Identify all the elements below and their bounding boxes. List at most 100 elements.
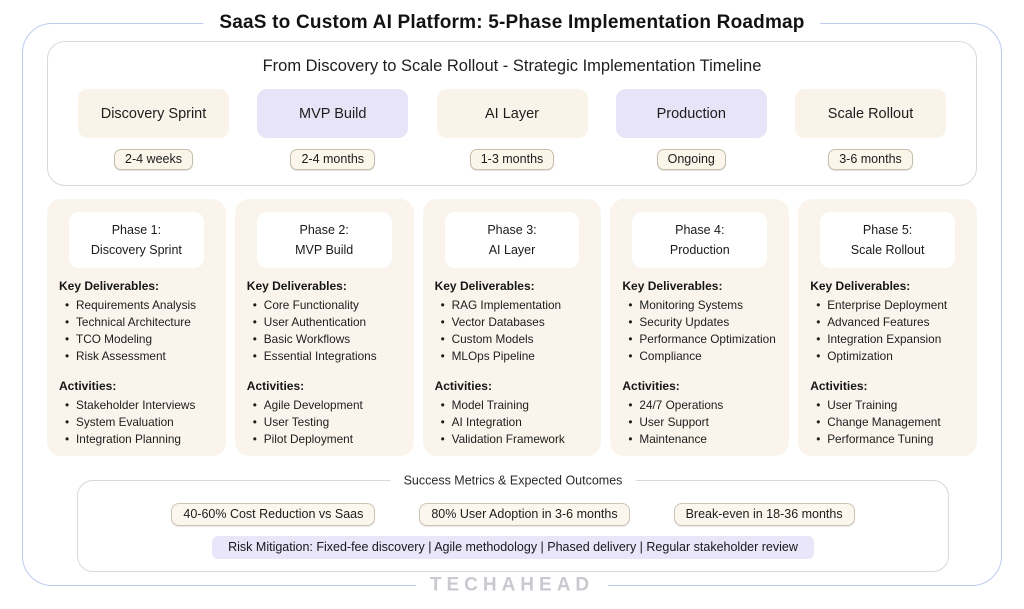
success-metrics-title: Success Metrics & Expected Outcomes bbox=[390, 473, 636, 488]
phase-box-mvp-build: MVP Build bbox=[257, 89, 409, 138]
list-item: Maintenance bbox=[628, 431, 780, 448]
deliverables-label: Key Deliverables: bbox=[622, 279, 723, 293]
phase-number: Phase 5: bbox=[862, 223, 913, 237]
list-item: Essential Integrations bbox=[253, 348, 405, 365]
phase-header-card: Phase 2: MVP Build bbox=[256, 212, 392, 268]
duration-badge-ai: 1-3 months bbox=[469, 149, 555, 170]
phase-box-scale-rollout: Scale Rollout bbox=[795, 89, 946, 138]
duration-badge-production: Ongoing bbox=[656, 149, 726, 170]
list-item: TCO Modeling bbox=[65, 331, 217, 348]
deliverables-label: Key Deliverables: bbox=[59, 279, 160, 293]
list-item: Requirements Analysis bbox=[65, 297, 217, 314]
deliverables-list: Requirements Analysis Technical Architec… bbox=[56, 297, 217, 365]
duration-cell: 1-3 months bbox=[437, 149, 588, 170]
timeline-section: From Discovery to Scale Rollout - Strate… bbox=[47, 41, 977, 186]
list-item: Pilot Deployment bbox=[253, 431, 405, 448]
list-item: User Authentication bbox=[253, 314, 405, 331]
list-item: Advanced Features bbox=[816, 314, 968, 331]
list-item: AI Integration bbox=[441, 414, 593, 431]
activities-list: Agile Development User Testing Pilot Dep… bbox=[244, 397, 405, 448]
duration-cell: Ongoing bbox=[616, 149, 767, 170]
risk-mitigation-note: Risk Mitigation: Fixed-fee discovery | A… bbox=[212, 536, 814, 559]
phase-number: Phase 3: bbox=[487, 223, 537, 237]
list-item: 24/7 Operations bbox=[628, 397, 780, 414]
activities-list: Stakeholder Interviews System Evaluation… bbox=[56, 397, 217, 448]
list-item: System Evaluation bbox=[65, 414, 217, 431]
list-item: Core Functionality bbox=[253, 297, 405, 314]
list-item: Integration Expansion bbox=[816, 331, 968, 348]
deliverables-label: Key Deliverables: bbox=[810, 279, 911, 293]
phase-name: Scale Rollout bbox=[850, 243, 925, 257]
activities-label: Activities: bbox=[810, 379, 868, 393]
deliverables-list: Core Functionality User Authentication B… bbox=[244, 297, 405, 365]
list-item: RAG Implementation bbox=[441, 297, 593, 314]
phase-name: Production bbox=[669, 243, 730, 257]
phase-column-2: Phase 2: MVP Build Key Deliverables: Cor… bbox=[234, 199, 414, 456]
metric-badge-user-adoption: 80% User Adoption in 3-6 months bbox=[419, 503, 630, 526]
list-item: Performance Optimization bbox=[628, 331, 780, 348]
phase-header-card: Phase 1: Discovery Sprint bbox=[69, 212, 204, 268]
list-item: Optimization bbox=[816, 348, 968, 365]
phase-header-card: Phase 5: Scale Rollout bbox=[820, 212, 955, 268]
phase-header-card: Phase 3: AI Layer bbox=[444, 212, 580, 268]
list-item: Technical Architecture bbox=[65, 314, 217, 331]
list-item: User Training bbox=[816, 397, 968, 414]
list-item: User Testing bbox=[253, 414, 405, 431]
phase-name: AI Layer bbox=[488, 243, 536, 257]
list-item: Monitoring Systems bbox=[628, 297, 780, 314]
list-item: User Support bbox=[628, 414, 780, 431]
duration-badge-scale: 3-6 months bbox=[828, 149, 913, 170]
phase-number: Phase 4: bbox=[675, 223, 725, 237]
deliverables-list: RAG Implementation Vector Databases Cust… bbox=[432, 297, 593, 365]
activities-list: User Training Change Management Performa… bbox=[807, 397, 968, 448]
duration-row: 2-4 weeks 2-4 months 1-3 months Ongoing … bbox=[48, 149, 976, 170]
phase-row: Discovery Sprint MVP Build AI Layer Prod… bbox=[48, 89, 976, 138]
phase-name: MVP Build bbox=[295, 243, 354, 257]
deliverables-label: Key Deliverables: bbox=[434, 279, 535, 293]
list-item: Security Updates bbox=[628, 314, 780, 331]
activities-list: Model Training AI Integration Validation… bbox=[432, 397, 593, 448]
activities-list: 24/7 Operations User Support Maintenance bbox=[619, 397, 780, 448]
phase-column-3: Phase 3: AI Layer Key Deliverables: RAG … bbox=[422, 199, 602, 456]
timeline-subtitle: From Discovery to Scale Rollout - Strate… bbox=[262, 57, 762, 75]
phase-box-discovery-sprint: Discovery Sprint bbox=[78, 89, 229, 138]
list-item: Model Training bbox=[441, 397, 593, 414]
phase-column-5: Phase 5: Scale Rollout Key Deliverables:… bbox=[798, 199, 977, 456]
list-item: Vector Databases bbox=[441, 314, 593, 331]
phase-detail-columns: Phase 1: Discovery Sprint Key Deliverabl… bbox=[47, 199, 977, 456]
activities-label: Activities: bbox=[434, 379, 492, 393]
phase-box-production: Production bbox=[615, 89, 767, 138]
list-item: Risk Assessment bbox=[65, 348, 217, 365]
phase-box-ai-layer: AI Layer bbox=[436, 89, 588, 138]
list-item: Validation Framework bbox=[441, 431, 593, 448]
activities-label: Activities: bbox=[246, 379, 305, 393]
deliverables-label: Key Deliverables: bbox=[246, 279, 347, 293]
activities-label: Activities: bbox=[622, 379, 680, 393]
list-item: Change Management bbox=[816, 414, 968, 431]
phase-column-1: Phase 1: Discovery Sprint Key Deliverabl… bbox=[47, 199, 226, 456]
deliverables-list: Monitoring Systems Security Updates Perf… bbox=[619, 297, 780, 365]
metrics-badge-row: 40-60% Cost Reduction vs Saas 80% User A… bbox=[78, 503, 948, 526]
duration-cell: 2-4 months bbox=[257, 149, 408, 170]
success-metrics-section: Success Metrics & Expected Outcomes 40-6… bbox=[77, 473, 949, 572]
duration-badge-discovery: 2-4 weeks bbox=[114, 149, 193, 170]
phase-name: Discovery Sprint bbox=[90, 243, 182, 257]
techahead-logo: TECHAHEAD bbox=[415, 574, 609, 597]
phase-number: Phase 2: bbox=[299, 223, 349, 237]
list-item: Basic Workflows bbox=[253, 331, 405, 348]
metric-badge-break-even: Break-even in 18-36 months bbox=[673, 503, 855, 526]
list-item: Integration Planning bbox=[65, 431, 217, 448]
outer-frame: SaaS to Custom AI Platform: 5-Phase Impl… bbox=[22, 12, 1002, 597]
duration-cell: 3-6 months bbox=[795, 149, 946, 170]
activities-label: Activities: bbox=[59, 379, 117, 393]
list-item: Compliance bbox=[628, 348, 780, 365]
phase-column-4: Phase 4: Production Key Deliverables: Mo… bbox=[610, 199, 790, 456]
page-title: SaaS to Custom AI Platform: 5-Phase Impl… bbox=[203, 12, 821, 35]
list-item: Performance Tuning bbox=[816, 431, 968, 448]
list-item: MLOps Pipeline bbox=[441, 348, 593, 365]
phase-header-card: Phase 4: Production bbox=[632, 212, 768, 268]
duration-badge-mvp: 2-4 months bbox=[290, 149, 376, 170]
phase-number: Phase 1: bbox=[111, 223, 162, 237]
list-item: Agile Development bbox=[253, 397, 405, 414]
list-item: Stakeholder Interviews bbox=[65, 397, 217, 414]
